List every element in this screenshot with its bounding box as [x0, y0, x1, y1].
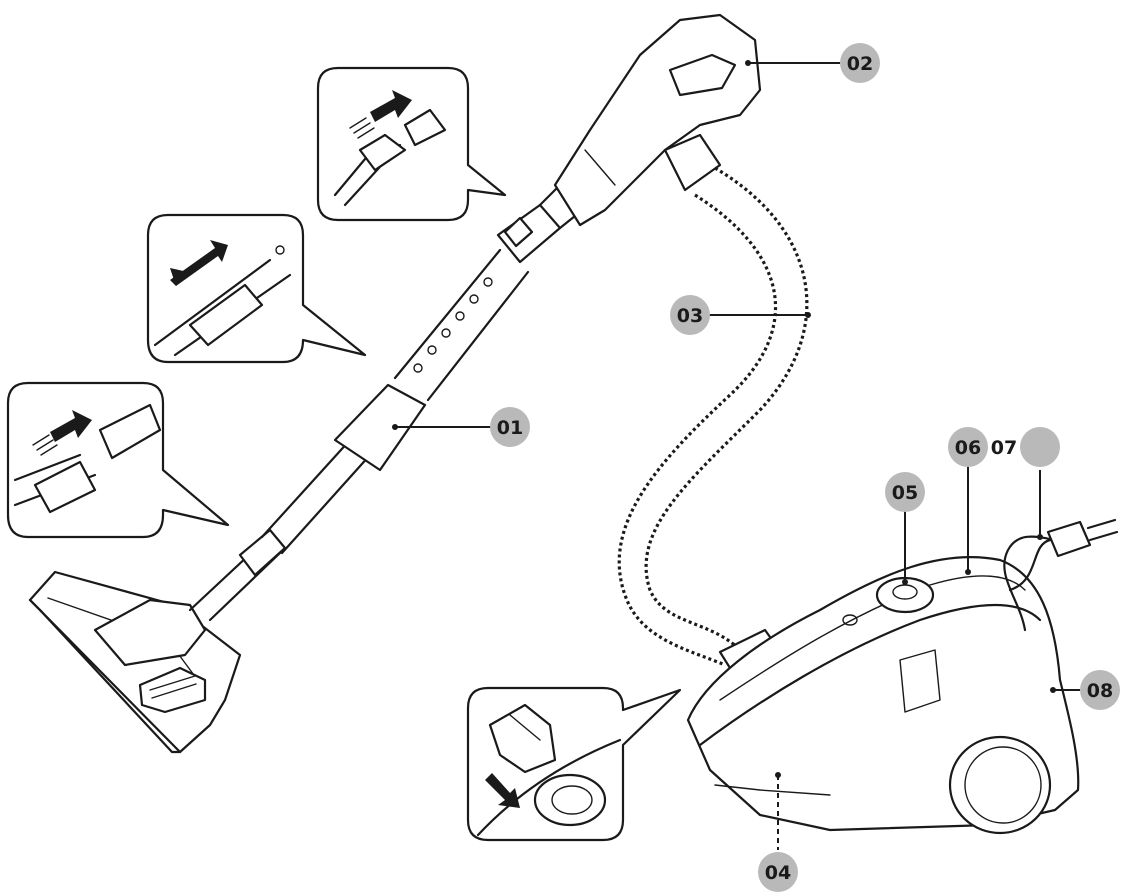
callout-05: 05 — [885, 472, 925, 512]
callout-07: 07 — [991, 427, 1060, 467]
callout-05-text: 05 — [892, 482, 918, 504]
leader-dot-06 — [965, 569, 971, 575]
callout-02: 02 — [840, 43, 880, 83]
detail-callout-tube-adjust — [146, 213, 367, 364]
callout-06-text: 06 — [955, 437, 981, 459]
callout-06: 06 — [948, 427, 988, 467]
callout-03: 03 — [670, 295, 710, 335]
handle — [553, 13, 762, 227]
leader-dot-05 — [902, 579, 908, 585]
leader-dot-08 — [1050, 687, 1056, 693]
callout-02-text: 02 — [847, 53, 873, 75]
callout-badges: 01 02 03 04 05 06 07 08 — [490, 43, 1120, 892]
leader-dot-03 — [805, 312, 811, 318]
callout-01: 01 — [490, 407, 530, 447]
leader-dot-04 — [775, 772, 781, 778]
callout-08-text: 08 — [1087, 680, 1113, 702]
callout-07-text: 07 — [991, 437, 1017, 459]
flexible-hose — [617, 166, 809, 694]
callout-01-text: 01 — [497, 417, 523, 439]
callout-03-text: 03 — [677, 305, 703, 327]
detail-callout-handle-connection — [316, 66, 507, 222]
leader-dot-02 — [745, 60, 751, 66]
callout-08: 08 — [1080, 670, 1120, 710]
callout-07-badge — [1020, 427, 1060, 467]
callout-04-text: 04 — [765, 862, 791, 884]
detail-callout-nozzle-connection — [6, 381, 230, 539]
floor-nozzle — [28, 570, 242, 754]
vacuum-body — [686, 538, 1080, 835]
power-cord — [1003, 518, 1119, 632]
callout-04: 04 — [758, 852, 798, 892]
leader-dot-01 — [392, 424, 398, 430]
leader-lines — [392, 60, 1080, 850]
detail-callout-hose-insertion — [466, 686, 682, 842]
leader-dot-07 — [1037, 534, 1043, 540]
